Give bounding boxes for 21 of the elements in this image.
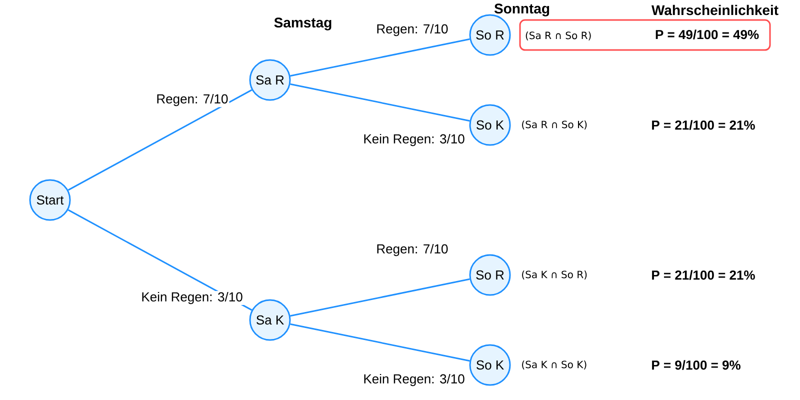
column-heading: Sonntag bbox=[494, 4, 550, 16]
probability-label: P = 21/100 = 21% bbox=[652, 120, 755, 130]
event-label: (Sa K ∩ So K) bbox=[522, 360, 586, 370]
edge-label: Kein Regen: 3/10 bbox=[362, 132, 466, 148]
edge-label: Kein Regen: 3/10 bbox=[362, 372, 466, 388]
edge-label: Kein Regen: 3/10 bbox=[140, 290, 244, 306]
edge-label: Regen: 7/10 bbox=[155, 92, 230, 108]
probability-label: P = 9/100 = 9% bbox=[652, 360, 740, 370]
event-label: (Sa K ∩ So R) bbox=[522, 270, 587, 280]
branch-line bbox=[290, 38, 470, 77]
edge-label: Regen: 7/10 bbox=[375, 242, 450, 258]
column-heading: Samstag bbox=[274, 18, 332, 30]
event-label: (Sa R ∩ So K) bbox=[522, 120, 587, 130]
edge-label: Regen: 7/10 bbox=[375, 22, 450, 38]
branch-line bbox=[290, 323, 470, 362]
highlight-box: (Sa R ∩ So R) P = 49/100 = 49% bbox=[519, 19, 771, 51]
branch-line bbox=[68, 209, 252, 311]
branch-line bbox=[290, 83, 470, 122]
branch-line bbox=[290, 278, 470, 317]
probability-label: P = 21/100 = 21% bbox=[652, 270, 755, 280]
branch-line bbox=[68, 89, 252, 191]
